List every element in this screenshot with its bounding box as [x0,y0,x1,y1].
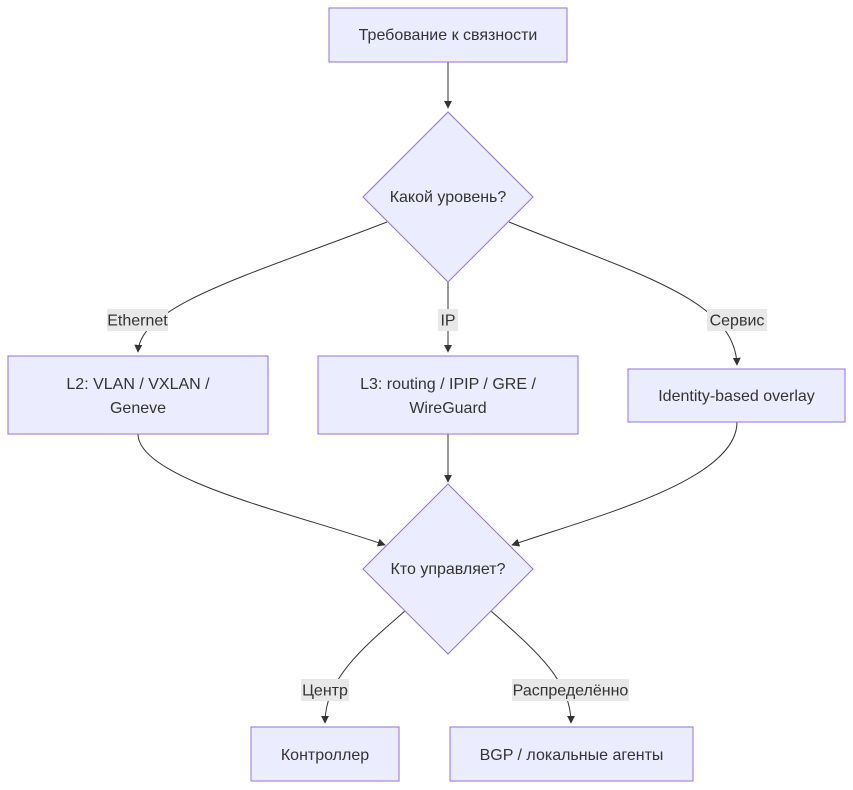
node-identity-label: Identity-based overlay [658,388,815,405]
edge-identity-to-control [511,421,738,547]
node-l3-label-line2: WireGuard [409,400,486,417]
node-bgp: BGP / локальные агенты [449,726,694,782]
node-l3-label-line1: L3: routing / IPIP / GRE / [360,376,536,393]
node-bgp-label: BGP / локальные агенты [480,747,664,764]
edge-label-center: Центр [302,683,348,700]
edges [134,62,741,724]
node-identity: Identity-based overlay [627,368,846,423]
node-control-decision: Кто управляет? [362,483,534,655]
edge-label-distributed: Распределённо [513,683,629,700]
edge-level-to-l2 [134,221,388,353]
edge-label-ip: IP [440,313,455,330]
node-l2-label-line2: Geneve [110,400,166,417]
node-control-decision-label: Кто управляет? [391,561,506,578]
node-l3: L3: routing / IPIP / GRE / WireGuard [317,355,579,435]
edge-label-ethernet: Ethernet [107,313,168,330]
node-level-decision: Какой уровень? [362,111,534,283]
node-l2-label-line1: L2: VLAN / VXLAN / [66,376,210,393]
edge-l2-to-control [137,433,386,547]
node-requirement-label: Требование к связности [359,27,538,44]
node-l2: L2: VLAN / VXLAN / Geneve [7,355,269,435]
node-level-decision-label: Какой уровень? [390,189,507,206]
node-controller: Контроллер [250,726,400,782]
edge-labels: Ethernet IP Сервис Центр Распределённо [107,309,767,701]
edge-control-to-controller [321,610,406,724]
edge-control-to-bgp [490,610,575,724]
edge-label-service: Сервис [710,313,765,330]
edge-level-to-identity [508,221,741,366]
node-controller-label: Контроллер [281,747,369,764]
node-requirement: Требование к связности [328,7,568,63]
